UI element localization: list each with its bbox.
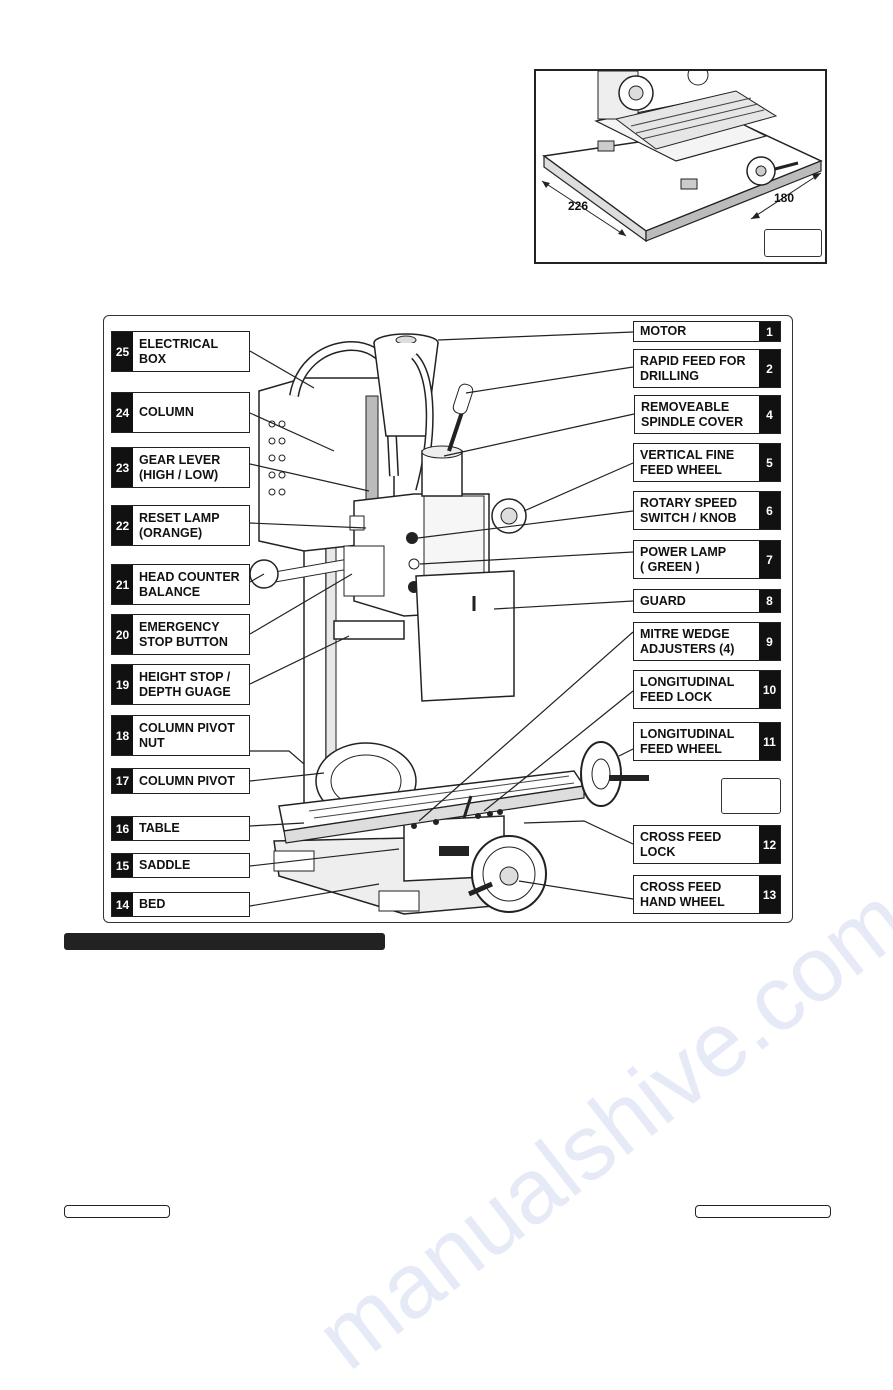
footer-right-box bbox=[695, 1205, 831, 1218]
label-text: RAPID FEED FOR DRILLING bbox=[640, 353, 746, 383]
label-column-pivot: 17 COLUMN PIVOT bbox=[111, 768, 250, 794]
label-text: GEAR LEVER (HIGH / LOW) bbox=[139, 452, 221, 482]
label-text: REMOVEABLE SPINDLE COVER bbox=[641, 399, 744, 429]
label-number: 21 bbox=[112, 565, 133, 604]
label-longitudinal-feed-wheel: 11 LONGITUDINAL FEED WHEEL bbox=[633, 722, 781, 761]
label-number: 24 bbox=[112, 393, 133, 432]
label-number: 11 bbox=[759, 723, 780, 760]
label-rotary-speed-switch: 6 ROTARY SPEED SWITCH / KNOB bbox=[633, 491, 781, 530]
label-number: 22 bbox=[112, 506, 133, 545]
label-number: 10 bbox=[759, 671, 780, 708]
label-text: HEAD COUNTER BALANCE bbox=[139, 569, 240, 599]
label-text: COLUMN PIVOT NUT bbox=[139, 720, 235, 750]
label-number: 8 bbox=[759, 590, 780, 612]
label-number: 2 bbox=[759, 350, 780, 387]
label-number: 1 bbox=[759, 322, 780, 341]
label-text: CROSS FEED HAND WHEEL bbox=[640, 879, 725, 909]
label-text: BED bbox=[139, 897, 166, 911]
label-number: 14 bbox=[112, 893, 133, 916]
label-text: TABLE bbox=[139, 821, 180, 835]
label-number: 15 bbox=[112, 854, 133, 877]
label-vertical-fine-feed-wheel: 5 VERTICAL FINE FEED WHEEL bbox=[633, 443, 781, 482]
label-text: VERTICAL FINE FEED WHEEL bbox=[640, 447, 735, 477]
label-motor: 1 MOTOR bbox=[633, 321, 781, 342]
label-text: EMERGENCY STOP BUTTON bbox=[139, 619, 228, 649]
label-text: ELECTRICAL BOX bbox=[139, 336, 219, 366]
label-cross-feed-lock: 12 CROSS FEED LOCK bbox=[633, 825, 781, 864]
label-electrical-box: 25 ELECTRICAL BOX bbox=[111, 331, 250, 372]
label-text: LONGITUDINAL FEED LOCK bbox=[640, 674, 735, 704]
label-number: 4 bbox=[759, 396, 780, 433]
label-column-pivot-nut: 18 COLUMN PIVOT NUT bbox=[111, 715, 250, 756]
label-emergency-stop-button: 20 EMERGENCY STOP BUTTON bbox=[111, 614, 250, 655]
label-text: SADDLE bbox=[139, 858, 191, 872]
label-gear-lever: 23 GEAR LEVER (HIGH / LOW) bbox=[111, 447, 250, 488]
figure-reference-box bbox=[764, 229, 822, 257]
label-number: 9 bbox=[759, 623, 780, 660]
bench-mounting-drawing bbox=[541, 71, 823, 243]
watermark: manualshive.com bbox=[298, 867, 893, 1389]
section-heading-bar bbox=[64, 933, 385, 950]
figure-reference-box bbox=[721, 778, 781, 814]
label-text: POWER LAMP ( GREEN ) bbox=[640, 544, 727, 574]
label-number: 16 bbox=[112, 817, 133, 840]
label-text: MOTOR bbox=[640, 324, 687, 338]
label-number: 12 bbox=[759, 826, 780, 863]
footer-left-box bbox=[64, 1205, 170, 1218]
label-guard: 8 GUARD bbox=[633, 589, 781, 613]
label-number: 7 bbox=[759, 541, 780, 578]
label-longitudinal-feed-lock: 10 LONGITUDINAL FEED LOCK bbox=[633, 670, 781, 709]
label-rapid-feed-for-drilling: 2 RAPID FEED FOR DRILLING bbox=[633, 349, 781, 388]
milling-machine-drawing bbox=[249, 331, 649, 915]
label-text: RESET LAMP (ORANGE) bbox=[139, 510, 220, 540]
label-text: COLUMN bbox=[139, 405, 194, 419]
label-number: 19 bbox=[112, 665, 133, 704]
label-text: ROTARY SPEED SWITCH / KNOB bbox=[640, 495, 738, 525]
label-text: MITRE WEDGE ADJUSTERS (4) bbox=[640, 626, 735, 656]
dimension-226-label: 226 bbox=[568, 199, 589, 213]
label-height-stop-depth-gauge: 19 HEIGHT STOP / DEPTH GUAGE bbox=[111, 664, 250, 705]
label-table: 16 TABLE bbox=[111, 816, 250, 841]
label-number: 5 bbox=[759, 444, 780, 481]
parts-identification-figure: manualshive.com bbox=[103, 315, 893, 1389]
label-number: 20 bbox=[112, 615, 133, 654]
label-mitre-wedge-adjusters: 9 MITRE WEDGE ADJUSTERS (4) bbox=[633, 622, 781, 661]
label-text: CROSS FEED LOCK bbox=[640, 829, 722, 859]
label-bed: 14 BED bbox=[111, 892, 250, 917]
label-removeable-spindle-cover: 4 REMOVEABLE SPINDLE COVER bbox=[634, 395, 781, 434]
label-number: 13 bbox=[759, 876, 780, 913]
label-number: 6 bbox=[759, 492, 780, 529]
label-saddle: 15 SADDLE bbox=[111, 853, 250, 878]
label-column: 24 COLUMN bbox=[111, 392, 250, 433]
bench-mounting-figure: 226 180 bbox=[534, 69, 827, 264]
label-reset-lamp: 22 RESET LAMP (ORANGE) bbox=[111, 505, 250, 546]
label-number: 25 bbox=[112, 332, 133, 371]
label-text: LONGITUDINAL FEED WHEEL bbox=[640, 726, 735, 756]
label-number: 18 bbox=[112, 716, 133, 755]
label-text: COLUMN PIVOT bbox=[139, 773, 235, 788]
label-cross-feed-hand-wheel: 13 CROSS FEED HAND WHEEL bbox=[633, 875, 781, 914]
label-power-lamp: 7 POWER LAMP ( GREEN ) bbox=[633, 540, 781, 579]
label-text: HEIGHT STOP / DEPTH GUAGE bbox=[139, 669, 231, 699]
label-number: 17 bbox=[112, 769, 133, 793]
label-number: 23 bbox=[112, 448, 133, 487]
dimension-180-label: 180 bbox=[774, 191, 795, 205]
label-text: GUARD bbox=[640, 593, 686, 608]
label-head-counter-balance: 21 HEAD COUNTER BALANCE bbox=[111, 564, 250, 605]
